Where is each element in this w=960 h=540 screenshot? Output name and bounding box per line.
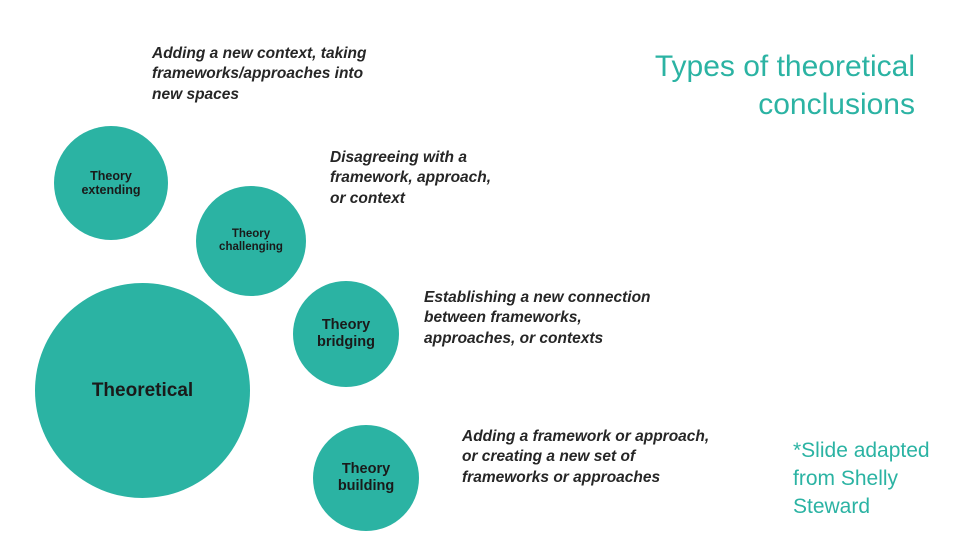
bubble-theory-challenging: Theory challenging: [196, 186, 306, 296]
slide-credit: *Slide adapted from Shelly Steward: [793, 439, 930, 518]
annotation-theory-bridging: Establishing a new connection between fr…: [424, 289, 651, 347]
bubble-theoretical: Theoretical: [35, 283, 250, 498]
bubble-theory-building-label: Theory building: [337, 461, 395, 494]
annotation-theory-building: Adding a framework or approach, or creat…: [462, 428, 710, 486]
page-title: Types of theoretical conclusions: [654, 50, 915, 122]
bubble-theory-bridging-label: Theory bridging: [317, 317, 375, 350]
bubble-theory-extending: Theory extending: [54, 126, 168, 240]
bubble-theoretical-label: Theoretical: [91, 379, 194, 401]
annotation-theory-challenging: Disagreeing with a framework, approach, …: [330, 149, 492, 207]
bubble-theory-building: Theory building: [313, 425, 419, 531]
bubble-theory-challenging-label: Theory challenging: [219, 227, 283, 253]
bubble-theory-bridging: Theory bridging: [293, 281, 399, 387]
annotation-theory-extending: Adding a new context, taking frameworks/…: [152, 45, 367, 103]
bubble-theory-extending-label: Theory extending: [81, 168, 141, 197]
